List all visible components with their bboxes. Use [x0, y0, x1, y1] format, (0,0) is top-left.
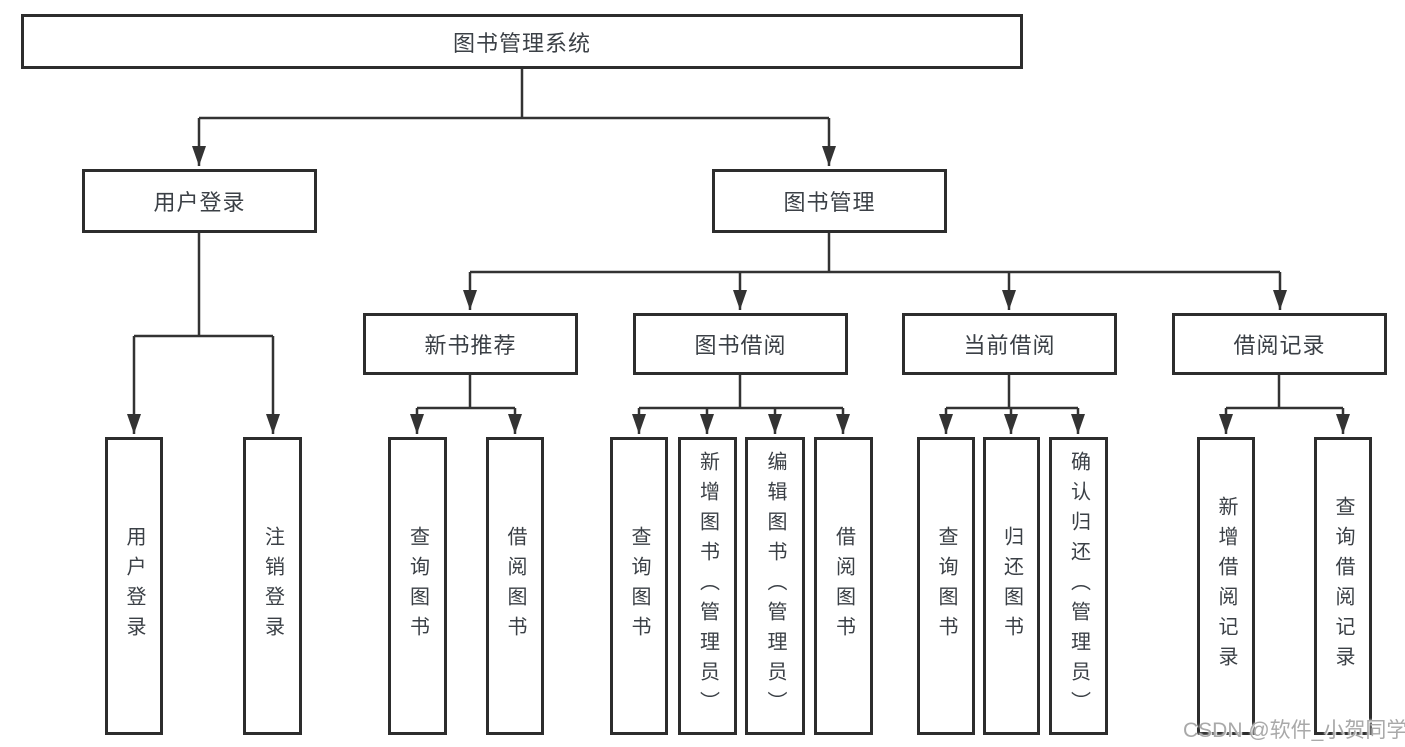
leaf-borrow-books-recommend: 借阅图书: [486, 437, 544, 735]
leaf-edit-books-admin: 编辑图书（管理员）: [745, 437, 805, 735]
leaf-edit-books-admin-label: 编辑图书（管理员）: [764, 451, 786, 721]
leaf-borrow-books-borrowing-label: 借阅图书: [832, 526, 855, 646]
leaf-query-books-borrowing-label: 查询图书: [628, 526, 650, 646]
leaf-add-borrow-record-label: 新增借阅记录: [1215, 496, 1237, 676]
node-book-management: 图书管理: [712, 169, 947, 233]
leaf-confirm-return-admin-label: 确认归还（管理员）: [1067, 451, 1090, 721]
node-book-borrowing: 图书借阅: [633, 313, 848, 375]
leaf-borrow-books-recommend-label: 借阅图书: [504, 526, 526, 646]
node-library-management-system: 图书管理系统: [21, 14, 1023, 69]
leaf-add-books-admin-label: 新增图书（管理员）: [696, 451, 719, 721]
node-new-book-recommend: 新书推荐: [363, 313, 578, 375]
leaf-return-books-label: 归还图书: [1000, 526, 1023, 646]
leaf-logout-label: 注销登录: [261, 526, 284, 646]
leaf-add-borrow-record: 新增借阅记录: [1197, 437, 1255, 735]
leaf-query-books-current-label: 查询图书: [935, 526, 957, 646]
leaf-confirm-return-admin: 确认归还（管理员）: [1049, 437, 1108, 735]
leaf-borrow-books-borrowing: 借阅图书: [814, 437, 873, 735]
node-current-borrowing: 当前借阅: [902, 313, 1117, 375]
node-user-login: 用户登录: [82, 169, 317, 233]
leaf-query-books-current: 查询图书: [917, 437, 975, 735]
leaf-query-books-recommend-label: 查询图书: [406, 526, 429, 646]
leaf-add-books-admin: 新增图书（管理员）: [678, 437, 737, 735]
leaf-return-books: 归还图书: [983, 437, 1040, 735]
node-borrowing-records: 借阅记录: [1172, 313, 1387, 375]
csdn-watermark: CSDN @软件_小贺同学: [1183, 719, 1405, 742]
leaf-query-borrow-record-label: 查询借阅记录: [1332, 496, 1354, 676]
leaf-user-login-label: 用户登录: [123, 526, 145, 646]
leaf-logout: 注销登录: [243, 437, 302, 735]
leaf-user-login: 用户登录: [105, 437, 163, 735]
leaf-query-books-recommend: 查询图书: [388, 437, 447, 735]
leaf-query-borrow-record: 查询借阅记录: [1314, 437, 1372, 735]
leaf-query-books-borrowing: 查询图书: [610, 437, 668, 735]
